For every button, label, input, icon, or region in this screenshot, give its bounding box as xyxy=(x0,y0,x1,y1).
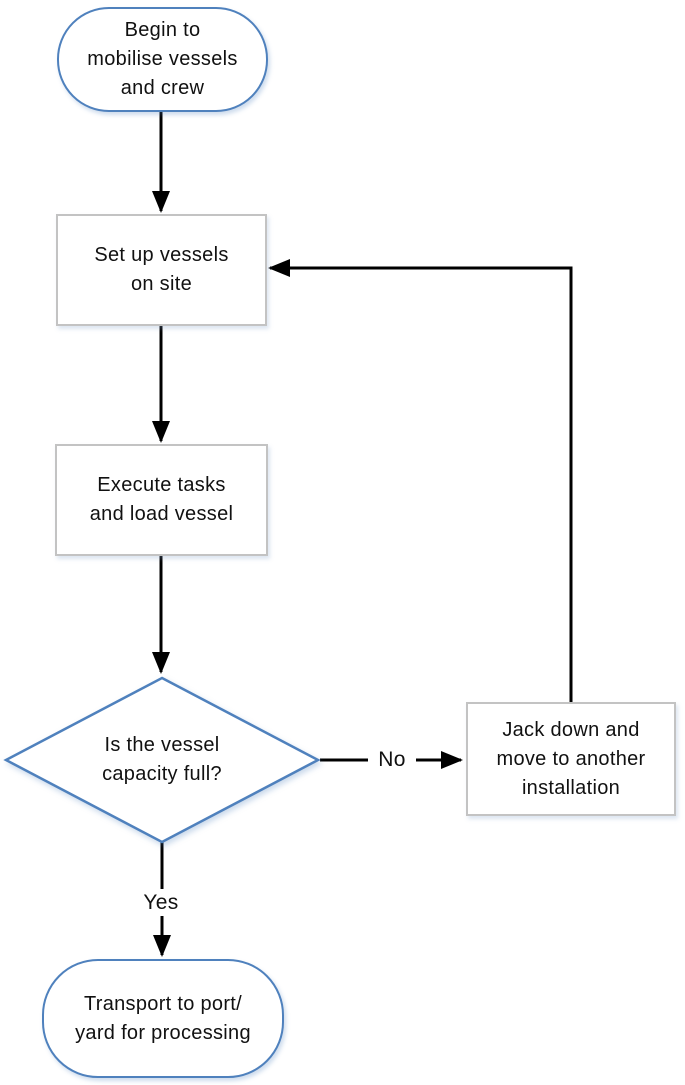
start-node: Begin to mobilise vessels and crew xyxy=(57,7,268,112)
setup-node: Set up vessels on site xyxy=(56,214,267,326)
start-node-label-line: Begin to xyxy=(124,19,201,41)
start-node-label-line: mobilise vessels xyxy=(87,48,238,70)
edge-jackdown-to-setup xyxy=(268,259,573,702)
execute-node-label-line: Execute tasks xyxy=(97,474,226,496)
setup-node-label-line: on site xyxy=(130,273,193,295)
end-node: Transport to port/ yard for processing xyxy=(42,959,284,1078)
edge-label-no: No xyxy=(368,746,416,773)
end-node-label-line: Transport to port/ xyxy=(83,992,243,1015)
execute-node: Execute tasks and load vessel xyxy=(55,444,268,556)
execute-node-label-line: and load vessel xyxy=(89,503,234,525)
setup-node-label-line: Set up vessels xyxy=(94,244,229,266)
jackdown-node-label-line: move to another xyxy=(496,747,646,770)
jackdown-node-label-line: installation xyxy=(521,776,621,799)
decision-node-label: Is the vessel capacity full? xyxy=(2,676,322,844)
decision-node-label-line: Is the vessel xyxy=(104,734,220,756)
jackdown-node-label-line: Jack down and xyxy=(502,718,640,741)
decision-node: Is the vessel capacity full? xyxy=(2,676,322,844)
start-node-label-line: and crew xyxy=(120,77,205,99)
decision-node-label-line: capacity full? xyxy=(102,763,222,785)
jackdown-node: Jack down and move to another installati… xyxy=(466,702,676,816)
end-node-label-line: yard for processing xyxy=(75,1021,251,1044)
edge-label-yes: Yes xyxy=(136,889,186,916)
